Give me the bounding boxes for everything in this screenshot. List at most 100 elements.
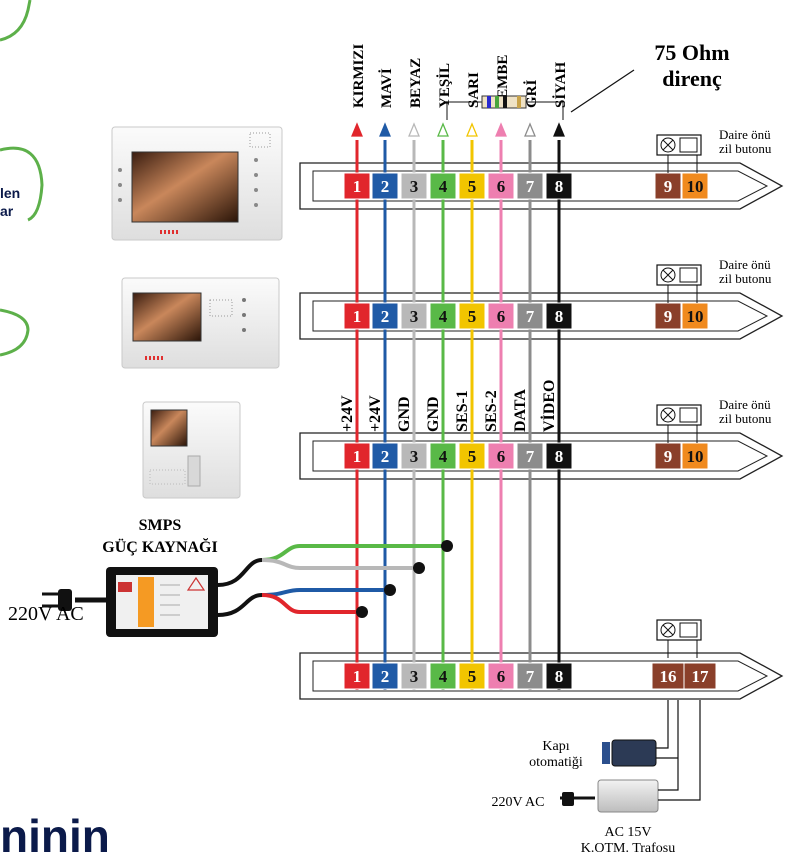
terminal-box: [487, 662, 515, 690]
terminal-number: 7: [526, 177, 535, 196]
extra-terminal-number: 17: [692, 667, 710, 686]
terminal-number: 4: [439, 177, 448, 196]
transformer-input: 220V AC: [491, 795, 544, 810]
extra-terminal-number: 9: [664, 177, 673, 196]
bell-button-label-plate: [679, 137, 698, 153]
terminal-box: [545, 172, 573, 200]
terminal-box: [516, 662, 544, 690]
terminal-box: [545, 302, 573, 330]
bus-panel-inner: [312, 440, 769, 472]
extra-terminal-box: [681, 442, 709, 470]
top-label-2: MAVİ: [378, 68, 395, 108]
terminal-box: [487, 442, 515, 470]
signal-label-5: SES-1: [454, 390, 471, 432]
wire-arrow-6: [495, 122, 507, 137]
bus-panel-inner: [312, 300, 769, 332]
top-label-3: BEYAZ: [408, 58, 424, 108]
wire-arrow-5: [466, 122, 478, 137]
transformer: 220V AC AC 15V K.OTM. Trafosu: [491, 700, 701, 856]
top-label-4: YEŞİL: [436, 63, 453, 108]
terminal-number: 6: [497, 667, 506, 686]
terminal-number: 3: [410, 307, 419, 326]
signal-label-6: SES-2: [483, 390, 500, 432]
top-label-1: KIRMIZI: [351, 44, 367, 108]
terminal-number: 4: [439, 667, 448, 686]
terminal-box: [516, 302, 544, 330]
signal-label-4: GND: [425, 396, 442, 432]
terminal-box: [429, 662, 457, 690]
bell-label-line1: Daire önü: [719, 257, 771, 272]
left-fragment-c: ninin: [0, 810, 110, 860]
signal-label-7: DATA: [512, 389, 529, 432]
door-lock-line1: Kapı: [542, 739, 569, 754]
left-fragment-b: ar: [0, 203, 14, 219]
wire-arrow-8: [553, 122, 565, 137]
bell-label-line1: Daire önü: [719, 127, 771, 142]
terminal-number: 2: [381, 447, 390, 466]
terminal-number: 4: [439, 447, 448, 466]
terminal-box: [516, 442, 544, 470]
top-label-7: GRİ: [523, 80, 540, 109]
terminal-number: 8: [555, 667, 564, 686]
bell-cross: [662, 139, 674, 151]
door-lock: Kapı otomatiği: [529, 700, 678, 770]
terminal-box: [458, 172, 486, 200]
terminal-box: [458, 302, 486, 330]
terminal-number: 6: [497, 177, 506, 196]
extra-terminal-box: [654, 302, 682, 330]
terminal-box: [400, 662, 428, 690]
supply-wires: [261, 540, 453, 618]
terminal-number: 8: [555, 177, 564, 196]
terminal-number: 7: [526, 667, 535, 686]
extra-terminal-number: 16: [660, 667, 677, 686]
bell-button-label-plate: [679, 622, 698, 638]
terminal-number: 1: [353, 307, 362, 326]
top-label-8: SİYAH: [552, 62, 569, 108]
bell-cross: [662, 409, 674, 421]
terminal-box: [343, 302, 371, 330]
transformer-line1: AC 15V: [604, 825, 651, 840]
wire-arrow-7: [524, 122, 536, 137]
resistor: 75 Ohm direnç: [446, 40, 730, 120]
bell-button-label-plate: [679, 407, 698, 423]
terminal-number: 6: [497, 447, 506, 466]
terminal-box: [458, 662, 486, 690]
terminal-number: 3: [410, 447, 419, 466]
bell-label-line1: Daire önü: [719, 397, 771, 412]
terminal-number: 2: [381, 177, 390, 196]
wire-arrow-2: [379, 122, 391, 137]
bus-wires: [351, 122, 565, 690]
left-decoration: len ar ninin: [0, 0, 110, 860]
terminal-box: [400, 442, 428, 470]
terminal-number: 7: [526, 307, 535, 326]
terminal-number: 3: [410, 177, 419, 196]
power-supply: SMPS GÜÇ KAYNAĞI 220V AC: [8, 517, 263, 637]
terminal-number: 6: [497, 307, 506, 326]
terminal-box: [487, 172, 515, 200]
bus-panel-inner: [312, 660, 769, 692]
terminal-number: 1: [353, 177, 362, 196]
monitor-medium: [121, 277, 280, 369]
bell-label-line2: zil butonu: [719, 271, 772, 286]
bell-label-line2: zil butonu: [719, 141, 772, 156]
terminal-number: 1: [353, 447, 362, 466]
extra-terminal-box: [651, 662, 685, 690]
terminal-box: [487, 302, 515, 330]
terminal-box: [516, 172, 544, 200]
terminal-number: 3: [410, 667, 419, 686]
signal-label-1: +24V: [339, 395, 356, 432]
bell-cross: [662, 624, 674, 636]
power-supply-line2: GÜÇ KAYNAĞI: [102, 537, 217, 556]
terminal-box: [343, 662, 371, 690]
terminal-number: 5: [468, 307, 477, 326]
terminal-number: 1: [353, 667, 362, 686]
bell-cross: [662, 269, 674, 281]
bell-label-line2: zil butonu: [719, 411, 772, 426]
terminal-number: 2: [381, 667, 390, 686]
signal-label-8: VİDEO: [539, 380, 558, 432]
terminal-number: 5: [468, 177, 477, 196]
top-label-5: SARI: [466, 72, 482, 108]
